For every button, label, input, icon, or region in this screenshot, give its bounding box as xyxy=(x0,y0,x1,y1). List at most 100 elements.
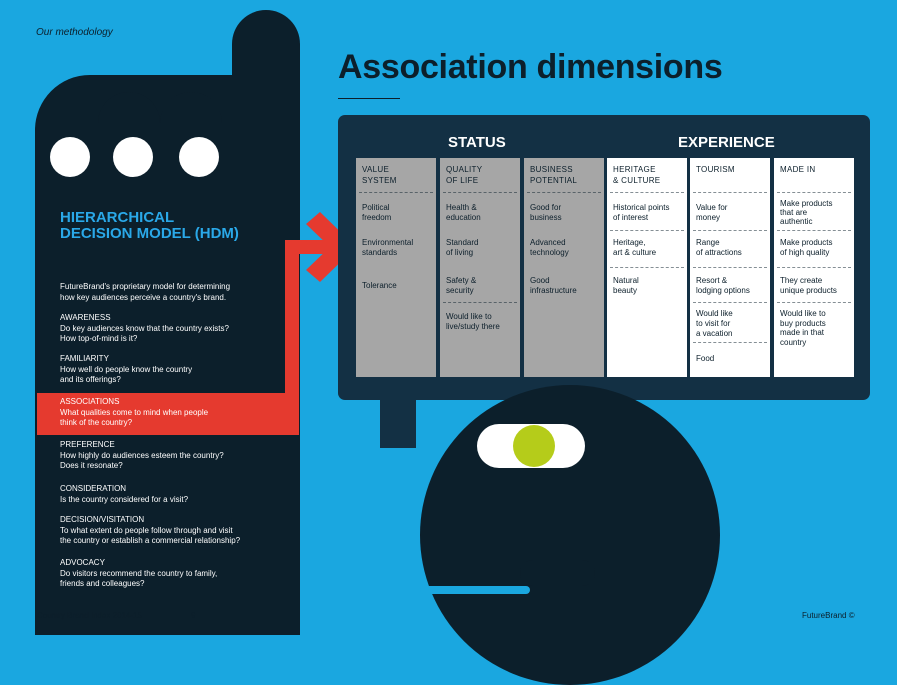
footer-page-number: 9 xyxy=(191,611,196,620)
divider xyxy=(443,192,517,193)
column-header: TOURISM xyxy=(696,164,735,175)
divider xyxy=(693,342,767,343)
column-header: QUALITY OF LIFE xyxy=(446,164,482,186)
illustration-knuckle-1 xyxy=(50,137,90,177)
cell-line: unique products xyxy=(780,286,837,295)
cell-line: education xyxy=(446,213,481,222)
cell-line: Environmental xyxy=(362,238,414,247)
cell-line: of high quality xyxy=(780,248,830,257)
cell-line: authentic xyxy=(780,217,813,226)
eye-iris xyxy=(513,425,555,467)
associations-highlight-band xyxy=(37,393,299,435)
hdm-stage-awareness: AWARENESS Do key audiences know that the… xyxy=(60,313,290,345)
dimension-cell: Heritage,art & culture xyxy=(613,238,688,258)
head-nose xyxy=(520,560,595,586)
divider xyxy=(610,192,684,193)
cell-line: Food xyxy=(696,354,715,363)
section-label: Our methodology xyxy=(36,27,113,38)
cell-line: Resort & xyxy=(696,276,728,285)
cell-line: of attractions xyxy=(696,248,742,257)
hdm-intro: FutureBrand's proprietary model for dete… xyxy=(60,282,290,303)
column-quality-of-life: QUALITY OF LIFE Health &education Standa… xyxy=(440,158,520,377)
stage-name: PREFERENCE xyxy=(60,440,115,449)
cell-line: Natural xyxy=(613,276,639,285)
dimension-cell: Tolerance xyxy=(362,281,437,291)
cell-line: technology xyxy=(530,248,569,257)
experience-heading: EXPERIENCE xyxy=(678,134,775,151)
divider xyxy=(610,267,684,268)
column-header-line: HERITAGE xyxy=(613,165,656,174)
hdm-title-line-2: DECISION MODEL (HDM) xyxy=(60,225,239,242)
divider xyxy=(693,192,767,193)
connector-vertical xyxy=(285,240,299,435)
stage-question: think of the country? xyxy=(60,418,133,427)
cell-line: a vacation xyxy=(696,329,733,338)
illustration-raised-finger xyxy=(232,10,300,130)
cell-line: freedom xyxy=(362,213,392,222)
board-speech-tail xyxy=(380,388,416,448)
dimension-cell: Safety &security xyxy=(446,276,521,296)
page-title: Association dimensions xyxy=(338,48,723,86)
stage-question: What qualities come to mind when people xyxy=(60,407,209,417)
cell-line: Tolerance xyxy=(362,281,397,290)
stage-name: DECISION/VISITATION xyxy=(60,515,145,524)
hdm-stage-familiarity: FAMILIARITY How well do people know the … xyxy=(60,354,290,386)
stage-question: How highly do audiences esteem the count… xyxy=(60,450,224,460)
column-header: VALUE SYSTEM xyxy=(362,164,397,186)
cell-line: business xyxy=(530,213,562,222)
cell-line: of living xyxy=(446,248,474,257)
stage-question: and its offerings? xyxy=(60,375,121,384)
cell-line: They create xyxy=(780,276,823,285)
cell-line: to visit for xyxy=(696,319,731,328)
cell-line: of interest xyxy=(613,213,649,222)
illustration-knuckle-3 xyxy=(179,137,219,177)
dimension-cell: Resort &lodging options xyxy=(696,276,771,296)
stage-question: friends and colleagues? xyxy=(60,579,145,588)
cell-line: Historical points xyxy=(613,203,670,212)
stage-question: To what extent do people follow through … xyxy=(60,525,233,535)
cell-line: Would like to xyxy=(780,309,826,318)
column-header-line: BUSINESS xyxy=(530,165,573,174)
column-header-line: QUALITY xyxy=(446,165,483,174)
stage-question: Is the country considered for a visit? xyxy=(60,494,189,504)
column-header-line: & CULTURE xyxy=(613,176,661,185)
divider xyxy=(610,230,684,231)
dimension-cell: Food xyxy=(696,354,771,364)
cell-line: that are xyxy=(780,208,808,217)
divider xyxy=(777,267,851,268)
stage-question: Do key audiences know that the country e… xyxy=(60,323,229,333)
cell-line: beauty xyxy=(613,286,638,295)
hdm-intro-line-1: FutureBrand's proprietary model for dete… xyxy=(60,282,231,291)
cell-line: Health & xyxy=(446,203,477,212)
cell-line: Make products xyxy=(780,199,833,208)
cell-line: Would like to xyxy=(446,312,492,321)
stage-question: How well do people know the country xyxy=(60,364,193,374)
divider xyxy=(777,230,851,231)
column-header-line: POTENTIAL xyxy=(530,176,578,185)
divider xyxy=(443,302,517,303)
stage-question: Do visitors recommend the country to fam… xyxy=(60,568,218,578)
cell-line: Heritage, xyxy=(613,238,646,247)
cell-line: standards xyxy=(362,248,398,257)
stage-name: ADVOCACY xyxy=(60,558,105,567)
cell-line: buy products xyxy=(780,318,826,328)
divider xyxy=(359,192,433,193)
cell-line: Advanced xyxy=(530,238,566,247)
hdm-intro-line-2: how key audiences perceive a country's b… xyxy=(60,292,227,302)
cell-line: Standard xyxy=(446,238,479,247)
cell-line: Political xyxy=(362,203,390,212)
cell-line: Range xyxy=(696,238,720,247)
cell-line: Good xyxy=(530,276,550,285)
column-header-line: MADE IN xyxy=(780,165,816,174)
column-header: MADE IN xyxy=(780,164,815,175)
